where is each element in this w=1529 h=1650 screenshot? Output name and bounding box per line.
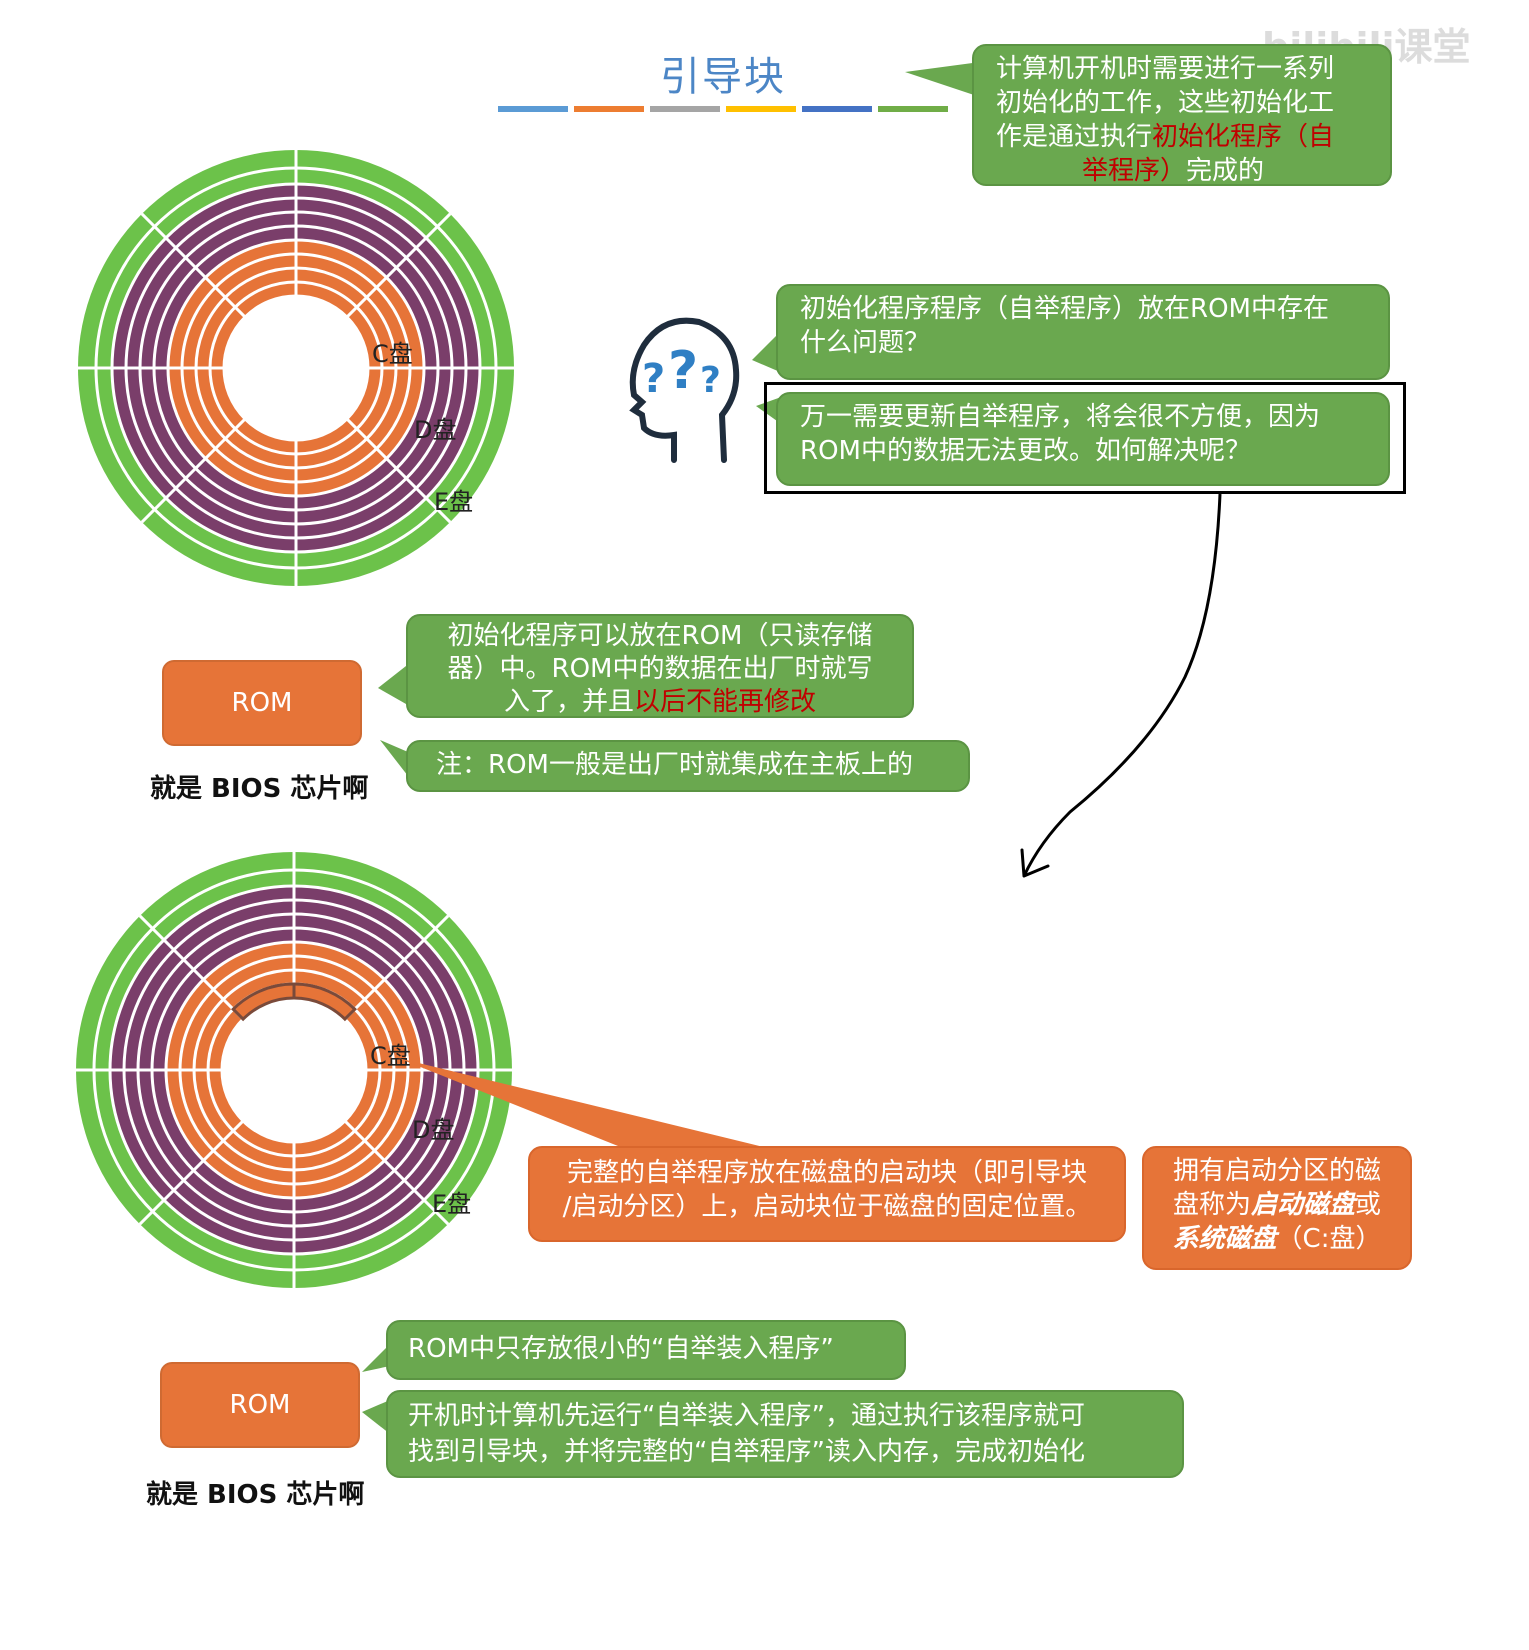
bubble-pointer (905, 62, 980, 97)
sector-line (343, 914, 450, 1021)
bubble-pointer (752, 332, 780, 372)
bubble-pointer (362, 1344, 390, 1372)
answer-line: ROM中的数据无法更改。如何解决呢？ (800, 436, 1251, 466)
rom-caption-1: 就是 BIOS 芯片啊 (150, 774, 369, 804)
svg-text:?: ? (642, 356, 665, 402)
title-underline-bar (726, 106, 796, 112)
title-underline-bar (878, 106, 948, 112)
rom-box-1: ROM (162, 660, 362, 746)
boot-process-bubble: 开机时计算机先运行“自举装入程序”，通过执行该程序就可 找到引导块，并将完整的“… (386, 1390, 1184, 1478)
intro-line: 计算机开机时需要进行一系列 (996, 54, 1335, 84)
rom-box-2: ROM (160, 1362, 360, 1448)
page-title: 引导块 (660, 54, 786, 100)
sector-line (345, 212, 452, 319)
question-line: 初始化程序程序（自举程序）放在ROM中存在 (800, 294, 1329, 324)
disk-label-e: E盘 (434, 488, 474, 516)
title-underline-bar (574, 106, 644, 112)
disk-hole (224, 296, 368, 440)
rom-info-line: 入了，并且以后不能再修改 (420, 686, 900, 719)
intro-bubble: 计算机开机时需要进行一系列 初始化的工作，这些初始化工 作是通过执行初始化程序（… (972, 44, 1392, 186)
callout-wedge (398, 1058, 776, 1150)
boot-disk-line: 拥有启动分区的磁 (1172, 1156, 1381, 1186)
rom-info-highlight: 以后不能再修改 (634, 687, 817, 717)
disk-label-e: E盘 (432, 1190, 472, 1218)
rom-info-bubble: 初始化程序可以放在ROM（只读存储 器）中。ROM中的数据在出厂时就写 入了，并… (406, 614, 914, 718)
disk-diagram-1 (78, 150, 514, 586)
rom-info-line: 初始化程序可以放在ROM（只读存储 (447, 621, 873, 651)
boot-disk-term: 系统磁盘 (1172, 1224, 1277, 1254)
intro-highlight: 初始化程序（自 (1152, 122, 1335, 152)
rom-note-bubble: 注：ROM一般是出厂时就集成在主板上的 (406, 740, 970, 792)
question-line: 什么问题？ (800, 328, 931, 358)
sector-line (343, 1119, 450, 1226)
disk-diagram-2 (76, 852, 512, 1288)
boot-process-line: 开机时计算机先运行“自举装入程序”，通过执行该程序就可 (408, 1401, 1085, 1431)
disk-label-c: C盘 (372, 340, 413, 368)
intro-highlight: 举程序） (1082, 156, 1187, 186)
rom-caption-2: 就是 BIOS 芯片啊 (146, 1480, 365, 1510)
disk-label-d: D盘 (414, 416, 457, 444)
boot-disk-text: 盘称为 (1172, 1190, 1251, 1220)
boot-process-line: 找到引导块，并将完整的“自举程序”读入内存，完成初始化 (408, 1437, 1085, 1467)
rom-info-line: 器）中。ROM中的数据在出厂时就写 (447, 654, 873, 684)
disk-label-d: D盘 (412, 1116, 455, 1144)
boot-disk-term: 启动磁盘 (1250, 1190, 1355, 1220)
loader-bubble: ROM中只存放很小的“自举装入程序” (386, 1320, 906, 1380)
arrow-icon (1020, 493, 1222, 878)
boot-disk-text: （C:盘） (1276, 1224, 1382, 1254)
rom-info-text: 入了，并且 (503, 687, 634, 717)
sector-line (138, 1119, 245, 1226)
answer-bubble: 万一需要更新自举程序，将会很不方便，因为 ROM中的数据无法更改。如何解决呢？ (776, 392, 1390, 486)
disk-hole (222, 998, 366, 1142)
title-underline-bar (650, 106, 720, 112)
highlight-frame (764, 382, 1406, 494)
boot-disk-text: 或 (1355, 1190, 1382, 1220)
boot-block-line: 完整的自举程序放在磁盘的启动块（即引导块 (566, 1158, 1087, 1188)
sector-line (140, 212, 247, 319)
boot-block-bubble: 完整的自举程序放在磁盘的启动块（即引导块 /启动分区）上，启动块位于磁盘的固定位… (528, 1146, 1126, 1242)
boot-disk-line: 盘称为启动磁盘或 (1152, 1188, 1402, 1222)
intro-line: 作是通过执行初始化程序（自 (996, 120, 1368, 154)
answer-line: 万一需要更新自举程序，将会很不方便，因为 (800, 402, 1321, 432)
bubble-pointer (380, 740, 408, 776)
boot-disk-bubble: 拥有启动分区的磁 盘称为启动磁盘或 系统磁盘（C:盘） (1142, 1146, 1412, 1270)
svg-text:?: ? (700, 360, 721, 401)
sector-line (140, 417, 247, 524)
head-question-icon: ? ? ? (629, 317, 740, 463)
intro-line: 初始化的工作，这些初始化工 (996, 88, 1335, 118)
boot-disk-line: 系统磁盘（C:盘） (1152, 1222, 1402, 1256)
intro-line: 举程序）完成的 (996, 154, 1368, 188)
boot-block-line: /启动分区）上，启动块位于磁盘的固定位置。 (562, 1192, 1092, 1222)
intro-text: 完成的 (1186, 156, 1265, 186)
boot-block (231, 982, 357, 1022)
disk-label-c: C盘 (370, 1042, 411, 1070)
question-bubble: 初始化程序程序（自举程序）放在ROM中存在 什么问题？ (776, 284, 1390, 380)
title-underline-bar (802, 106, 872, 112)
sector-line (345, 417, 452, 524)
intro-text: 作是通过执行 (996, 122, 1153, 152)
title-underline-bar (498, 106, 568, 112)
sector-line (138, 914, 245, 1021)
bubble-pointer (362, 1400, 390, 1434)
bubble-pointer (378, 666, 406, 704)
svg-text:?: ? (668, 341, 698, 401)
